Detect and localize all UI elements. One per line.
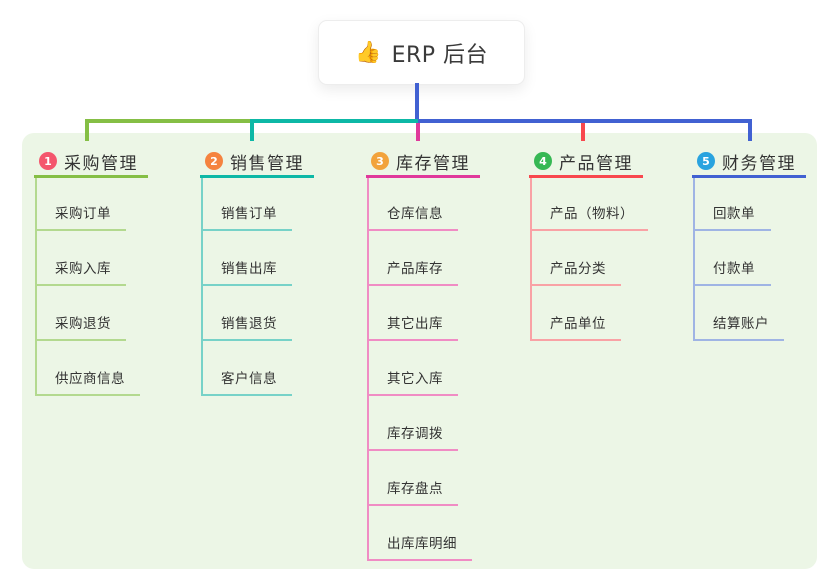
child-node[interactable]: 采购入库 — [55, 261, 111, 277]
branch-node-2[interactable]: 2 销售管理 — [205, 150, 304, 174]
child-node[interactable]: 其它入库 — [387, 371, 443, 387]
child-underline — [530, 229, 648, 231]
child-node[interactable]: 采购退货 — [55, 316, 111, 332]
branch-trunk-line — [693, 178, 695, 341]
child-node[interactable]: 回款单 — [713, 206, 755, 222]
child-underline — [201, 284, 292, 286]
branch-underline — [692, 175, 806, 178]
child-node[interactable]: 库存盘点 — [387, 481, 443, 497]
branch-node-3[interactable]: 3 库存管理 — [371, 150, 470, 174]
branch-trunk-line — [367, 178, 369, 561]
connector-line — [748, 123, 752, 141]
connector-line — [85, 119, 250, 123]
branch-number-badge: 1 — [39, 152, 57, 170]
child-underline — [201, 229, 292, 231]
child-node[interactable]: 其它出库 — [387, 316, 443, 332]
connector-line — [416, 123, 420, 141]
child-underline — [367, 449, 458, 451]
child-node[interactable]: 出库库明细 — [387, 536, 457, 552]
branch-node-4[interactable]: 4 产品管理 — [534, 150, 633, 174]
branch-trunk-line — [35, 178, 37, 396]
root-node[interactable]: 👍 ERP 后台 — [318, 20, 525, 85]
child-underline — [35, 394, 140, 396]
child-underline — [367, 394, 458, 396]
child-node[interactable]: 供应商信息 — [55, 371, 125, 387]
child-underline — [530, 284, 621, 286]
branch-number-badge: 2 — [205, 152, 223, 170]
child-underline — [35, 229, 126, 231]
child-node[interactable]: 仓库信息 — [387, 206, 443, 222]
child-underline — [35, 339, 126, 341]
branch-label: 财务管理 — [722, 153, 796, 174]
child-node[interactable]: 客户信息 — [221, 371, 277, 387]
branch-underline — [200, 175, 314, 178]
child-node[interactable]: 产品（物料） — [550, 206, 634, 222]
branch-number-badge: 5 — [697, 152, 715, 170]
child-node[interactable]: 采购订单 — [55, 206, 111, 222]
connector-line — [415, 83, 419, 119]
child-underline — [367, 339, 458, 341]
child-underline — [201, 339, 292, 341]
child-node[interactable]: 付款单 — [713, 261, 755, 277]
child-node[interactable]: 产品单位 — [550, 316, 606, 332]
branch-number-badge: 3 — [371, 152, 389, 170]
branches-panel — [22, 133, 817, 569]
connector-line — [418, 119, 752, 123]
child-underline — [201, 394, 292, 396]
branch-label: 销售管理 — [230, 153, 304, 174]
connector-line — [250, 123, 254, 141]
child-node[interactable]: 销售退货 — [221, 316, 277, 332]
child-underline — [693, 229, 771, 231]
child-underline — [693, 284, 771, 286]
child-node[interactable]: 结算账户 — [713, 316, 769, 332]
branch-underline — [529, 175, 643, 178]
child-node[interactable]: 销售订单 — [221, 206, 277, 222]
child-underline — [367, 229, 458, 231]
branch-label: 产品管理 — [559, 153, 633, 174]
child-node[interactable]: 产品分类 — [550, 261, 606, 277]
child-underline — [367, 504, 458, 506]
branch-underline — [366, 175, 480, 178]
branch-label: 库存管理 — [396, 153, 470, 174]
connector-line — [581, 123, 585, 141]
child-underline — [367, 284, 458, 286]
branch-node-1[interactable]: 1 采购管理 — [39, 150, 138, 174]
child-underline — [693, 339, 784, 341]
branch-trunk-line — [530, 178, 532, 341]
child-underline — [530, 339, 621, 341]
child-underline — [35, 284, 126, 286]
branch-number-badge: 4 — [534, 152, 552, 170]
child-underline — [367, 559, 472, 561]
child-node[interactable]: 产品库存 — [387, 261, 443, 277]
thumbs-up-icon: 👍 — [354, 40, 382, 64]
root-node-label: ERP 后台 — [391, 42, 489, 68]
connector-line — [85, 123, 89, 141]
child-node[interactable]: 库存调拨 — [387, 426, 443, 442]
connector-line — [250, 119, 418, 123]
branch-trunk-line — [201, 178, 203, 396]
branch-label: 采购管理 — [64, 153, 138, 174]
branch-node-5[interactable]: 5 财务管理 — [697, 150, 796, 174]
branch-underline — [34, 175, 148, 178]
child-node[interactable]: 销售出库 — [221, 261, 277, 277]
